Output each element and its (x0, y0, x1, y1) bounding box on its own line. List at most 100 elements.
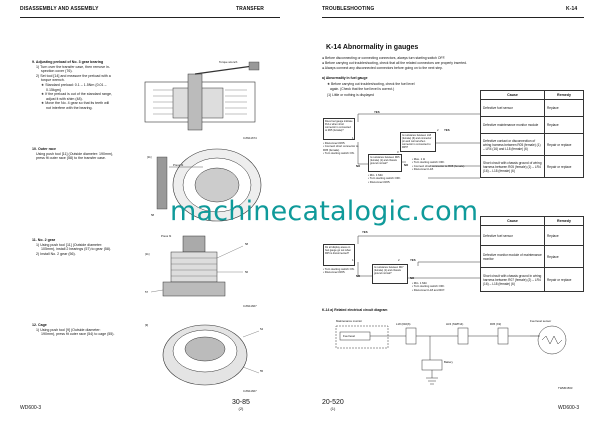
fc-b-step1: 1 (352, 258, 354, 262)
diagram-lr4: LR4 (SWP14) (446, 322, 464, 326)
figure-no2-gear-code: CJW11667 (243, 304, 257, 308)
fc-a-step3: 3 (397, 150, 399, 154)
page-title: K-14 Abnormality in gauges (326, 44, 419, 51)
s9-step2b: torque wrench. (41, 78, 65, 83)
left-footer-page: 30-85 (2) (232, 399, 250, 411)
right-page-number: 20-520 (322, 399, 344, 406)
fc-a-step1: 1 (352, 136, 354, 140)
section-11: 11. No. 2 gear 1) Using push tool [11] (… (32, 238, 137, 256)
right-header-section: TROUBLESHOOTING (322, 6, 375, 12)
s9-step2: 2) Set tool [14] and measure the preload… (36, 73, 111, 78)
figure-cage: [9] 54 55 CJW11667 (143, 317, 271, 397)
diagram-maint-monitor: Maintenance monitor (336, 319, 363, 323)
section-12-title: 12. Cage (32, 323, 47, 327)
figure-cage-tool: [9] (145, 323, 149, 327)
fc-b-notes2: • Min. 1 MΩ • Turn starting switch OFF. … (412, 281, 446, 292)
left-header-section: DISASSEMBLY AND ASSEMBLY (20, 6, 99, 12)
section-10-title: 10. Outer race (32, 147, 56, 151)
fc-b-notes1: • Turn starting switch ON. • Disconnect … (323, 267, 355, 275)
figure-cage-part55: 55 (260, 369, 264, 373)
fc-a-q2: Is resistance between L18 (female) (6) a… (400, 132, 436, 152)
diagram-l18: L18 (040(6) (396, 322, 411, 326)
s9-step1: 1) Turn over the transfer case, then rem… (36, 64, 111, 69)
figure-torque-wrench-label: Torque wrench (219, 60, 238, 64)
s12-step1b: 190mm), press fit outer race (54) to cag… (41, 332, 115, 337)
section-9: 9. Adjusting preload of No. 3 gear beari… (32, 60, 132, 111)
diagram-sensor: Fuel level sensor (530, 319, 552, 323)
table-row: Short circuit with chassis ground of wir… (480, 155, 584, 178)
fc-b-q2: Is resistance between R07 (female) (1) a… (372, 264, 408, 284)
s9-preload-b: 0.15kgm} (46, 87, 61, 92)
right-page-revision: (1) (330, 406, 336, 411)
figure-outer-race: [11] Press fit 58 (143, 145, 271, 227)
diagram-r05: R05 (X2) (490, 322, 502, 326)
figure-no2-gear: Press fit [11] 58 56 57 CJW11667 (143, 232, 271, 312)
figure-no2-gear-tool: [11] (145, 252, 150, 256)
section-9-title: 9. Adjusting preload of No. 3 gear beari… (32, 60, 104, 64)
figure-no2-gear-part57: 57 (145, 290, 149, 294)
fc-a-q1: Does fuel gauge indicate FULL when short… (323, 118, 355, 140)
s9-note1: ★ If the preload is out of the standard … (41, 92, 112, 97)
right-header-chapter: K-14 (566, 6, 578, 12)
figure-outer-race-part: 58 (151, 213, 155, 217)
s9-note1b: adjust it with shim (48). (46, 96, 83, 101)
cause-header: Cause (480, 90, 545, 100)
bullet-2: ● Before carrying out troubleshooting, c… (322, 61, 467, 65)
sub-a-case: (1) Little or nothing is displayed (327, 93, 374, 97)
fc-b-yes2: YES (410, 258, 416, 262)
s11-step1: 1) Using push tool [11] (Outside diamete… (36, 242, 103, 247)
s10-line1: Using push tool [11] (Outside diameter: … (36, 151, 114, 156)
right-footer-page: 20-520 (1) (322, 399, 344, 411)
cause-header-b: Cause (480, 216, 545, 226)
fc-b-step2: 2 (398, 258, 400, 262)
right-header-rule (322, 17, 584, 18)
section-11-title: 11. No. 2 gear (32, 238, 56, 242)
s9-step1b: spection cover (76). (41, 69, 73, 74)
left-page-number: 30-85 (232, 399, 250, 406)
fc-a-yes: YES (374, 110, 380, 114)
flowchart-b-lines (357, 235, 480, 279)
s10-line2: press fit outer race (58) to the transfe… (36, 156, 106, 161)
fc-a-step2: 2 (437, 128, 439, 132)
fc-a-notes1: • Disconnect R05. • Connect short connec… (323, 141, 359, 156)
diagram-battery: Battery (444, 360, 453, 364)
left-header-chapter: TRANSFER (236, 6, 265, 12)
fc-b-yes: YES (362, 230, 368, 234)
diagram-fuel-level: Fuel level (343, 334, 355, 338)
figure-no2-gear-label: Press fit (161, 234, 172, 238)
figure-cage-code: CJW11667 (243, 389, 257, 393)
s11-step1b: 105mm), install 2 bearings (57) to gear … (41, 247, 112, 252)
figure-torque-wrench-code: CJW11674 (243, 136, 257, 140)
figure-outer-race-tool: [11] (147, 155, 152, 159)
fc-a-no: NO (404, 163, 409, 167)
fc-b-no2: NO (410, 276, 415, 280)
sub-a-note1: ★ Before carrying out troubleshooting, c… (327, 82, 415, 86)
remedy-header: Remedy (544, 90, 584, 100)
table-row: Short circuit with chassis ground in wir… (480, 267, 584, 292)
figure-outer-race-label: Press fit (173, 163, 184, 167)
fc-b-q1: Do all display areas on fuel gauge go ou… (323, 244, 355, 266)
sub-a-heading: a) Abnormality in fuel gauge (322, 76, 368, 80)
table-row: Defective monitor module of maintenance … (480, 245, 584, 268)
fc-b-no: NO (356, 274, 361, 278)
fc-a-q3: Is resistance between R05 (female) (1) a… (368, 154, 402, 172)
figure-cage-part54: 54 (260, 327, 264, 331)
bullet-3: ● Always connect any disconnected connec… (322, 66, 443, 70)
bullet-1: ● Before disconnecting or connecting con… (322, 56, 446, 60)
left-footer-model: WD600-3 (20, 405, 42, 411)
fc-a-no2: NO (356, 164, 361, 168)
section-12: 12. Cage 1) Using push tool [9] (Outside… (32, 323, 137, 337)
s12-step1: 1) Using push tool [9] (Outside diameter… (36, 327, 101, 332)
left-header-rule (20, 17, 280, 18)
s9-note2b: not interfere with the bearing. (46, 105, 93, 110)
left-page: DISASSEMBLY AND ASSEMBLY TRANSFER 9. Adj… (20, 6, 280, 411)
fc-a-yes2: YES (444, 128, 450, 132)
fc-a-notes2: • Max. 1 Ω • Turn starting switch OFF. •… (412, 157, 466, 172)
sub-a-note2: again. (Check that the fuel level is cor… (330, 87, 395, 91)
watermark-text: machinecatalogic.com (170, 196, 479, 227)
